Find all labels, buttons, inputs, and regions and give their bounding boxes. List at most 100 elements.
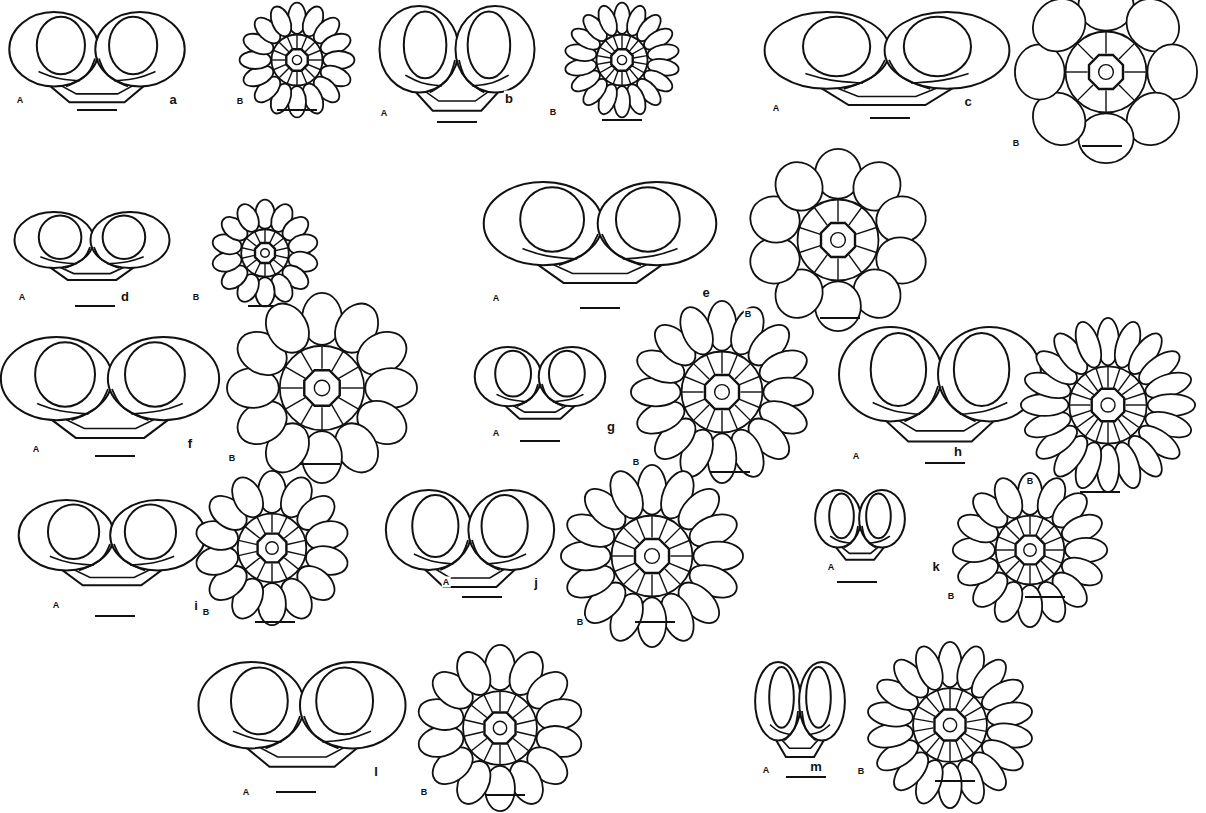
scale-bar xyxy=(520,440,560,442)
spoke-line xyxy=(341,387,364,388)
center-circle xyxy=(493,721,506,734)
scale-bar xyxy=(437,121,477,123)
spoke-line xyxy=(1041,561,1054,574)
spoke-line xyxy=(308,50,321,55)
spoke-line xyxy=(967,719,987,723)
inner-lobe xyxy=(412,495,458,557)
scale-bar xyxy=(580,307,620,309)
view-label: A xyxy=(772,103,781,114)
view-label: A xyxy=(52,600,61,611)
spoke-line xyxy=(276,248,289,251)
spoke-line xyxy=(600,66,612,73)
panel-letter: i xyxy=(193,598,199,613)
vein-line xyxy=(265,716,300,748)
spoke-line xyxy=(273,260,283,268)
radial-view xyxy=(561,465,743,647)
vein-line xyxy=(459,60,484,92)
central-polygon xyxy=(286,49,307,70)
view-label: A xyxy=(852,451,861,462)
figure-panel xyxy=(755,642,1034,808)
central-polygon xyxy=(705,375,739,409)
spoke-line xyxy=(707,355,715,375)
spoke-line xyxy=(937,741,944,760)
spoke-line xyxy=(615,563,635,571)
radial-view xyxy=(744,149,931,331)
side-view xyxy=(839,327,1041,441)
vein-line xyxy=(430,60,455,92)
spoke-line xyxy=(264,229,265,242)
spoke-line xyxy=(271,564,272,583)
spoke-line xyxy=(693,405,709,421)
spoke-line xyxy=(606,69,615,80)
view-label: B xyxy=(1026,476,1035,487)
spoke-line xyxy=(800,227,821,234)
spoke-line xyxy=(1113,368,1120,388)
spoke-line xyxy=(597,56,611,58)
spoke-line xyxy=(629,69,638,80)
spoke-line xyxy=(332,351,344,371)
spoke-line xyxy=(305,42,315,52)
inner-lobe xyxy=(866,494,891,539)
side-view xyxy=(765,12,1010,105)
spoke-line xyxy=(965,733,982,743)
spoke-line xyxy=(296,72,297,86)
scale-bar xyxy=(1025,596,1065,598)
vein-line xyxy=(809,725,830,735)
spoke-line xyxy=(623,527,639,543)
spoke-line xyxy=(629,40,638,51)
center-circle xyxy=(314,380,329,395)
figure-panel xyxy=(14,200,319,307)
view-label: B xyxy=(576,617,585,628)
spoke-line xyxy=(513,705,529,718)
spoke-line xyxy=(471,738,487,751)
spoke-line xyxy=(918,707,935,717)
center-circle xyxy=(292,55,301,64)
view-label: A xyxy=(380,108,389,119)
petal-cell xyxy=(911,643,948,694)
center-circle xyxy=(715,385,730,400)
center-circle xyxy=(645,549,660,564)
center-circle xyxy=(266,542,278,554)
inner-lobe xyxy=(404,11,447,78)
spoke-line xyxy=(242,255,255,258)
petal-cell xyxy=(1078,0,1133,31)
spoke-line xyxy=(242,248,255,251)
spoke-line xyxy=(956,690,963,709)
outer-lobe xyxy=(1,337,112,420)
spoke-line xyxy=(937,690,944,709)
vein-line xyxy=(66,59,95,87)
inner-ring xyxy=(1066,32,1147,113)
spoke-line xyxy=(273,238,283,246)
vein-line xyxy=(114,72,155,81)
petal-cell xyxy=(1015,44,1065,99)
spoke-line xyxy=(1125,393,1145,400)
vein-line xyxy=(904,386,938,421)
outer-lobe xyxy=(765,12,890,89)
outer-lobe xyxy=(885,12,1010,89)
view-label: A xyxy=(32,444,41,455)
panel-letter: b xyxy=(504,91,514,106)
scale-bar xyxy=(786,776,826,778)
radial-view xyxy=(1021,318,1195,492)
outer-lobe xyxy=(598,182,717,265)
radial-view xyxy=(564,3,680,118)
radial-view xyxy=(631,301,813,483)
vein-line xyxy=(542,384,563,406)
side-view xyxy=(9,12,184,102)
scale-bar xyxy=(276,791,316,793)
inner-ring xyxy=(612,516,693,597)
vein-line xyxy=(559,234,598,265)
scale-bar xyxy=(602,119,642,121)
inner-lobe xyxy=(829,494,854,539)
spoke-line xyxy=(613,71,618,84)
petal-cell xyxy=(1071,319,1107,371)
view-label: B xyxy=(744,309,753,320)
spoke-line xyxy=(626,71,631,84)
view-label: B xyxy=(1012,138,1021,149)
spoke-line xyxy=(257,562,265,579)
spoke-line xyxy=(321,346,322,369)
spoke-line xyxy=(255,232,261,244)
spoke-line xyxy=(659,573,667,593)
vein-line xyxy=(233,731,282,742)
